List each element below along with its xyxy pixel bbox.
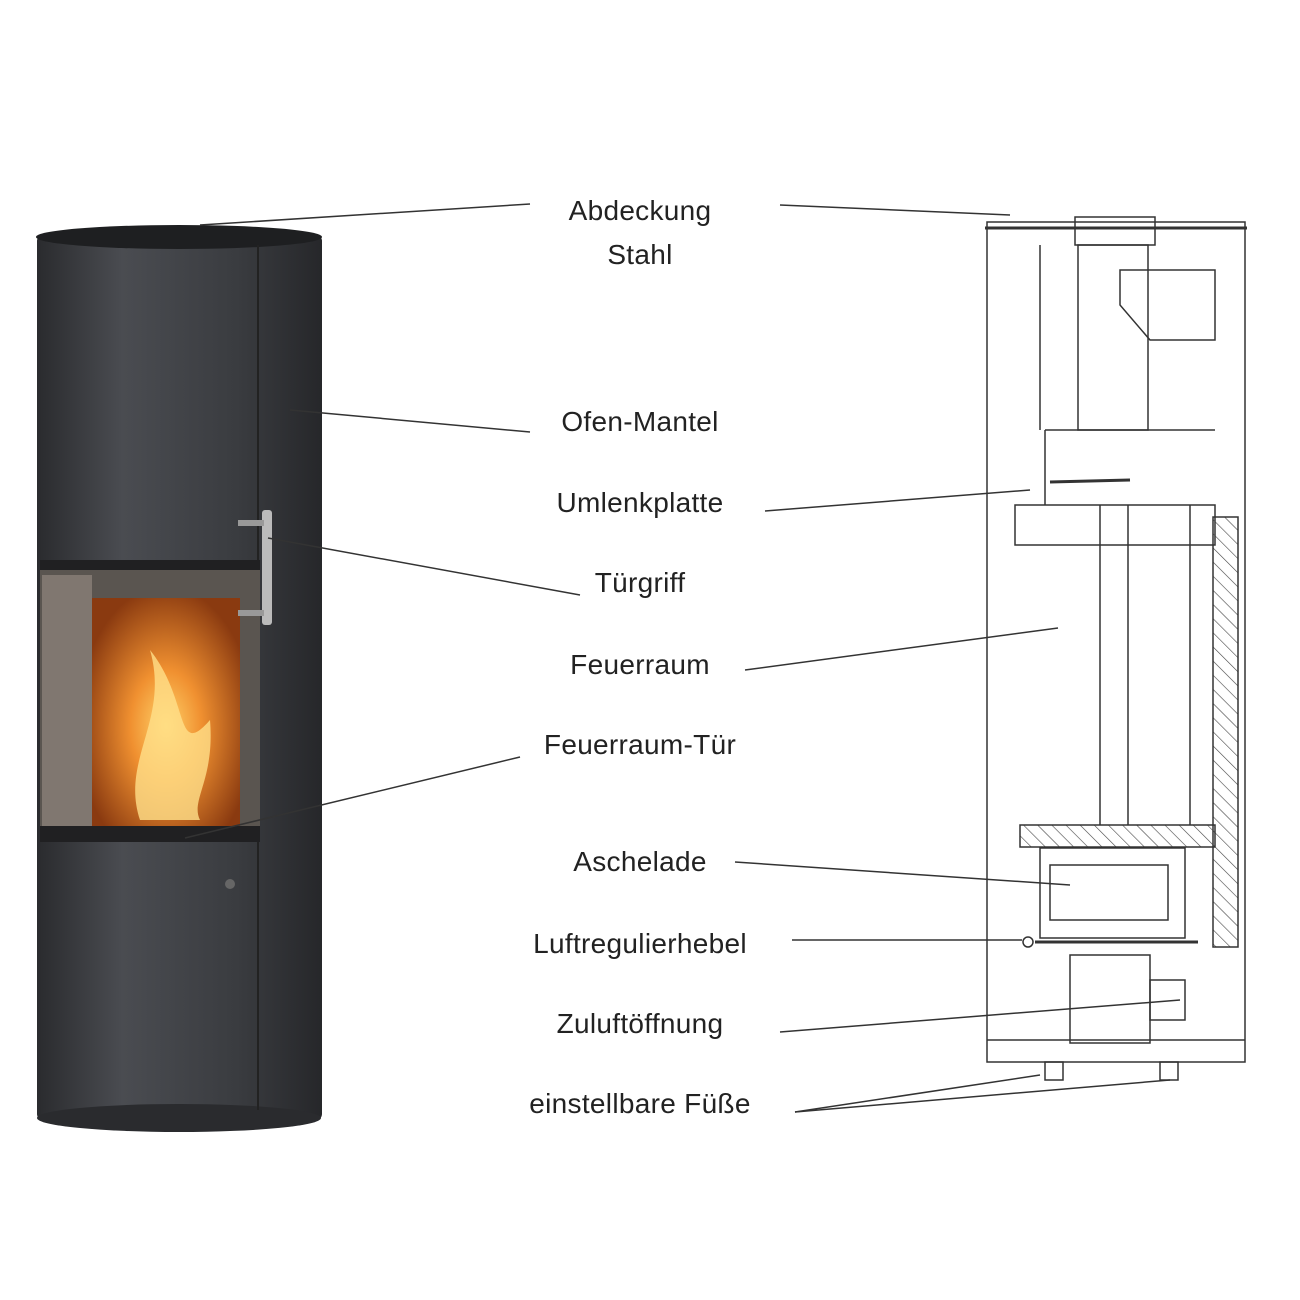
label-air-inlet: Zuluftöffnung <box>556 1008 724 1039</box>
label-baffle-plate: Umlenkplatte <box>556 487 724 518</box>
label-cover-material: Stahl <box>607 239 673 270</box>
door-handle <box>262 510 272 625</box>
label-cover: Abdeckung <box>568 195 712 226</box>
stove-photo <box>36 225 322 1132</box>
label-feet: einstellbare Füße <box>529 1088 751 1119</box>
label-casing: Ofen-Mantel <box>561 406 719 437</box>
leader-lines <box>184 203 1181 1113</box>
label-door-handle: Türgriff <box>594 567 686 598</box>
label-ash-drawer: Aschelade <box>573 846 707 877</box>
label-firebox-door: Feuerraum-Tür <box>543 729 737 760</box>
cross-section <box>985 216 1247 1081</box>
label-firebox: Feuerraum <box>570 649 710 680</box>
label-air-lever: Luftregulierhebel <box>533 928 747 959</box>
